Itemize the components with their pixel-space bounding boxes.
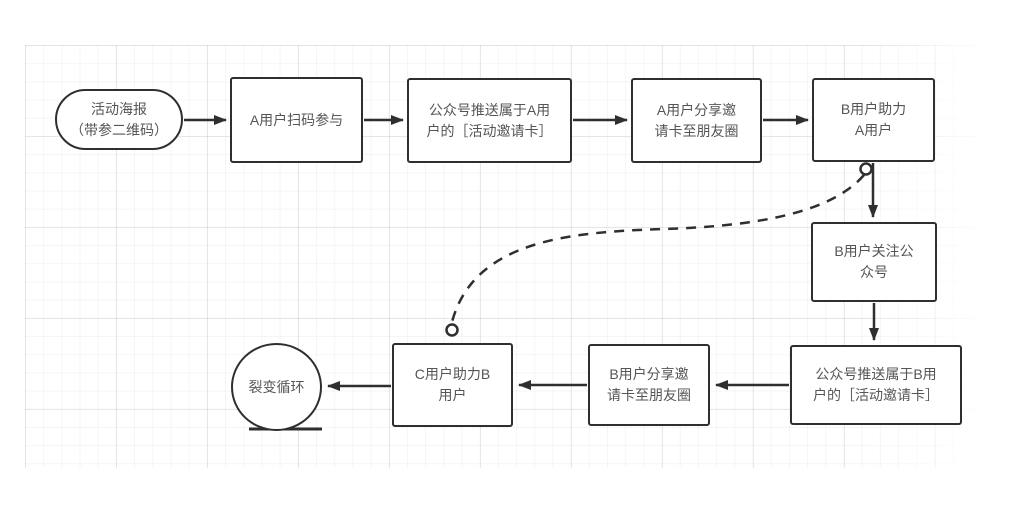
node-b-assist-a: B用户助力 A用户 — [812, 78, 935, 162]
node-fission-loop-label: 裂变循环 — [248, 378, 305, 395]
node-push-card-user-a: 公众号推送属于A用 户的［活动邀请卡］ — [407, 78, 572, 163]
node-b-share-moments: B用户分享邀 请卡至朋友圈 — [588, 344, 710, 426]
node-activity-poster: 活动海报 （带参二维码） — [55, 89, 183, 150]
node-fission-loop: 裂变循环 — [231, 343, 322, 431]
node-push-card-user-a-label: 公众号推送属于A用 户的［活动邀请卡］ — [426, 101, 553, 139]
node-b-follow-account: B用户关注公 众号 — [811, 222, 937, 302]
node-user-a-scan: A用户扫码参与 — [230, 77, 363, 163]
node-a-share-moments: A用户分享邀 请卡至朋友圈 — [631, 78, 762, 163]
node-a-share-moments-label: A用户分享邀 请卡至朋友圈 — [654, 101, 739, 139]
node-b-share-moments-label: B用户分享邀 请卡至朋友圈 — [607, 366, 691, 403]
node-user-a-scan-label: A用户扫码参与 — [249, 111, 344, 128]
node-activity-poster-label: 活动海报 （带参二维码） — [70, 100, 168, 138]
node-push-card-user-b: 公众号推送属于B用 户的［活动邀请卡］ — [790, 345, 962, 425]
node-push-card-user-b-label: 公众号推送属于B用 户的［活动邀请卡］ — [813, 366, 939, 403]
node-b-assist-a-label: B用户助力 A用户 — [840, 101, 907, 138]
node-c-assist-b: C用户助力B 用户 — [392, 343, 513, 427]
node-b-follow-account-label: B用户关注公 众号 — [834, 243, 914, 280]
node-c-assist-b-label: C用户助力B 用户 — [414, 366, 491, 403]
